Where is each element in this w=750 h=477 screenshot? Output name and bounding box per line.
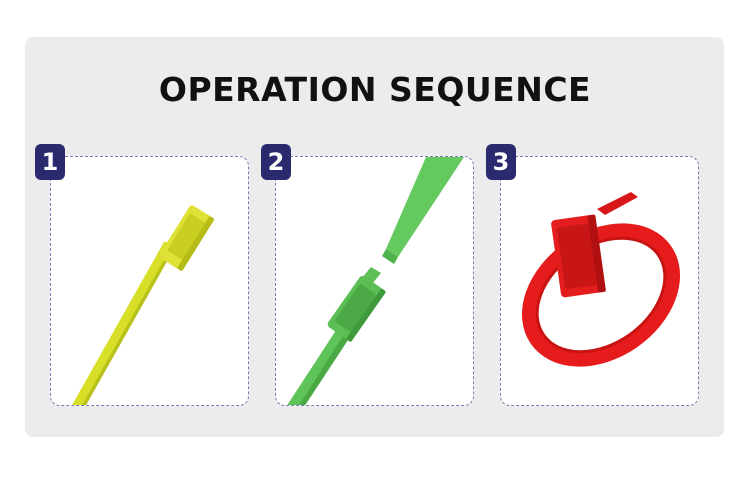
step-badge: 1 xyxy=(35,144,65,180)
green-seal-insertion-icon xyxy=(287,157,464,405)
step-badge: 3 xyxy=(486,144,516,180)
page-title: OPERATION SEQUENCE xyxy=(158,70,592,109)
step-badge: 2 xyxy=(261,144,291,180)
step-2-card xyxy=(275,156,474,406)
yellow-seal-strap-icon xyxy=(72,205,215,405)
step-3-card xyxy=(500,156,699,406)
step-1-card xyxy=(50,156,249,406)
red-seal-closed-loop-icon xyxy=(521,192,681,367)
